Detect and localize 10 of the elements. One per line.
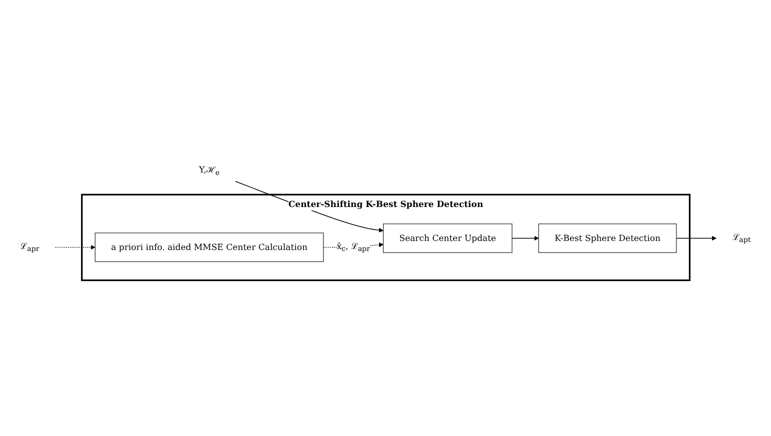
node-box: a priori info. aided MMSE Center Calculation xyxy=(94,232,324,262)
arrow xyxy=(54,244,96,250)
arrow xyxy=(512,236,539,241)
node-text: ℒ$_{apr}$ xyxy=(20,240,40,254)
node-box: K-Best Sphere Detection xyxy=(538,224,677,253)
node-box: Search Center Update xyxy=(383,224,512,253)
node-text: Y,ℋ$_{e}$ xyxy=(199,164,220,178)
edge-label: x̂$_{c}$, ℒ$_{apr}$ xyxy=(336,240,370,254)
node-text: ℒ$_{apt}$ xyxy=(732,232,751,244)
arrow xyxy=(676,236,716,241)
